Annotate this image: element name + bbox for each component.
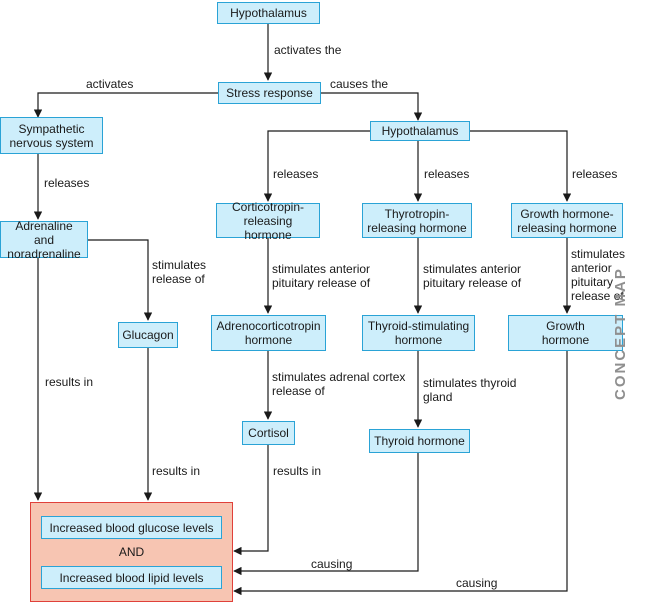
concept-map-title: CONCEPT MAP (612, 267, 629, 400)
node-thyrotropin-releasing-hormone: Thyrotropin- releasing hormone (362, 203, 472, 238)
label-releases-crh: releases (273, 167, 319, 181)
label-activates: activates (86, 77, 134, 91)
label-stimulates-thyroid-gland: stimulates thyroid gland (423, 376, 517, 404)
label-stimulates-adrenal-cortex: stimulates adrenal cortex release of (272, 370, 406, 398)
label-stimulates-anterior-pituitary-1: stimulates anterior pituitary release of (272, 262, 371, 290)
label-releases-sympathetic: releases (44, 176, 90, 190)
label-results-in-cortisol: results in (273, 464, 322, 478)
and-label: AND (118, 545, 145, 559)
label-stimulates-anterior-pituitary-2: stimulates anterior pituitary release of (423, 262, 522, 290)
arrow-stress-to-sympathetic (33, 92, 218, 118)
node-thyroid-stimulating-hormone: Thyroid-stimulating hormone (362, 315, 475, 351)
arrow-hypothalamus-to-ghrh (470, 130, 572, 202)
label-stimulates-release-of: stimulates release of (152, 258, 207, 286)
arrow-stress-to-hypothalamus (321, 92, 423, 121)
node-corticotropin-releasing-hormone: Corticotropin- releasing hormone (216, 200, 320, 242)
arrow-thyroid-to-outcome (233, 453, 419, 576)
node-sympathetic-nervous-system: Sympathetic nervous system (0, 117, 103, 154)
node-glucagon: Glucagon (118, 322, 178, 348)
node-hypothalamus-mid: Hypothalamus (370, 121, 470, 141)
node-growth-hormone: Growth hormone (508, 315, 623, 351)
node-thyroid-hormone: Thyroid hormone (369, 429, 470, 453)
node-increased-blood-lipid: Increased blood lipid levels (41, 566, 222, 589)
arrow-hypothalamus-to-crh (263, 130, 370, 202)
node-cortisol: Cortisol (242, 421, 295, 445)
node-hypothalamus-top: Hypothalamus (217, 2, 320, 24)
arrow-gh-to-outcome (233, 351, 568, 596)
label-activates-the: activates the (274, 43, 342, 57)
label-causing-growth: causing (456, 576, 498, 590)
label-stimulates-anterior-pituitary-3: stimulates anterior pituitary release of (571, 247, 626, 303)
label-releases-trh: releases (424, 167, 470, 181)
label-causing-thyroid: causing (311, 557, 353, 571)
node-increased-blood-glucose: Increased blood glucose levels (41, 516, 222, 539)
node-adrenaline-noradrenaline: Adrenaline and noradrenaline (0, 219, 88, 261)
label-results-in-adrenaline: results in (45, 375, 94, 389)
outcome-panel: Increased blood glucose levels AND Incre… (30, 502, 233, 602)
node-stress-response: Stress response (218, 82, 321, 104)
arrow-cortisol-to-outcome (233, 445, 269, 556)
label-causes-the: causes the (330, 77, 389, 91)
node-growth-hormone-releasing-hormone: Growth hormone- releasing hormone (511, 203, 623, 238)
arrow-adrenaline-to-glucagon (88, 239, 153, 321)
label-results-in-glucagon: results in (152, 464, 201, 478)
label-releases-ghrh: releases (572, 167, 618, 181)
node-adrenocorticotropin-hormone: Adrenocorticotropin hormone (211, 315, 326, 351)
